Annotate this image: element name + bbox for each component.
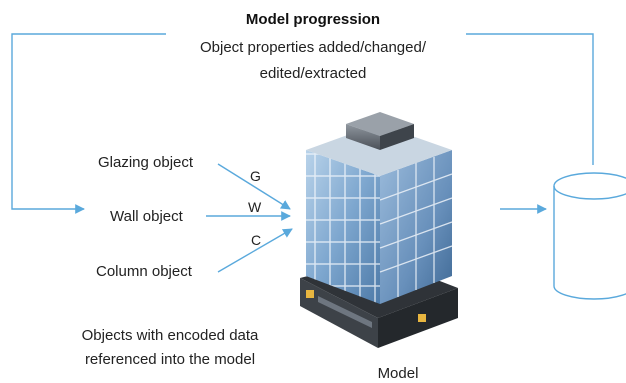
diagram-title: Model progression <box>246 11 380 28</box>
glazing-code: G <box>250 168 261 184</box>
glazing-arrow <box>217 163 291 210</box>
column-arrow <box>217 228 293 273</box>
column-object-label: Column object <box>96 263 193 280</box>
feedback-loop-right-line <box>466 33 594 165</box>
column-code: C <box>251 232 261 248</box>
caption-line-2: referenced into the model <box>85 351 255 368</box>
wall-code: W <box>248 199 262 215</box>
subtitle-line-1: Object properties added/changed/ <box>200 39 427 56</box>
wall-object-label: Wall object <box>110 208 184 225</box>
feedback-loop-left-line <box>11 33 166 214</box>
office-building-icon <box>300 112 458 348</box>
database-cylinder-icon <box>553 172 626 300</box>
subtitle-line-2: edited/extracted <box>260 65 367 82</box>
glazing-object-label: Glazing object <box>98 154 194 171</box>
caption-line-1: Objects with encoded data <box>82 327 259 344</box>
model-label: Model <box>378 365 419 382</box>
